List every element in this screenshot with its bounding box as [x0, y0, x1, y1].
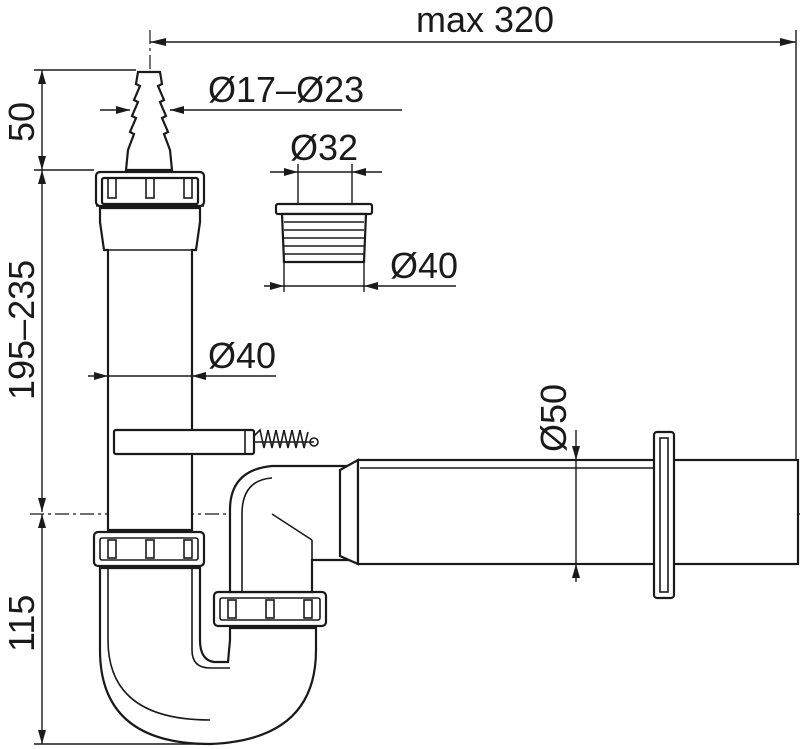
- hose-diameter-label: Ø17–Ø23: [208, 69, 364, 110]
- hose-barb-connector: [124, 70, 174, 172]
- adapter-inner-label: Ø32: [290, 127, 358, 168]
- outlet-diameter-label: Ø50: [533, 384, 574, 452]
- elbow-outlet: [228, 458, 360, 594]
- trap-depth-label: 115: [1, 595, 42, 652]
- dim-adapter-outer: Ø40: [264, 245, 458, 292]
- dim-outlet-diameter: Ø50: [533, 384, 580, 582]
- reducer-adapter: [274, 202, 374, 264]
- dim-adapter-inner: Ø32: [270, 127, 382, 204]
- dim-trap-depth: 115: [1, 514, 200, 745]
- dim-pipe-height: 195–235: [1, 170, 46, 512]
- dim-hose-diameter: Ø17–Ø23: [100, 69, 402, 114]
- u-trap: [98, 566, 318, 746]
- dim-pipe-diameter: Ø40: [88, 335, 276, 380]
- lower-right-nut: [212, 590, 328, 628]
- wall-flange: [652, 430, 676, 600]
- inlet-height-label: 50: [1, 102, 42, 142]
- pipe-diameter-label: Ø40: [208, 335, 276, 376]
- dim-max-length: max 320: [150, 0, 797, 460]
- vertical-pipe: [98, 206, 202, 532]
- pipe-height-label: 195–235: [1, 260, 42, 400]
- top-nut: [94, 170, 206, 208]
- max-length-label: max 320: [416, 0, 554, 40]
- lower-left-nut: [92, 530, 206, 568]
- horizontal-outlet-pipe: [356, 458, 800, 566]
- overflow-connector: [112, 428, 319, 456]
- dim-inlet-height: 50: [1, 69, 136, 171]
- adapter-outer-label: Ø40: [390, 245, 458, 286]
